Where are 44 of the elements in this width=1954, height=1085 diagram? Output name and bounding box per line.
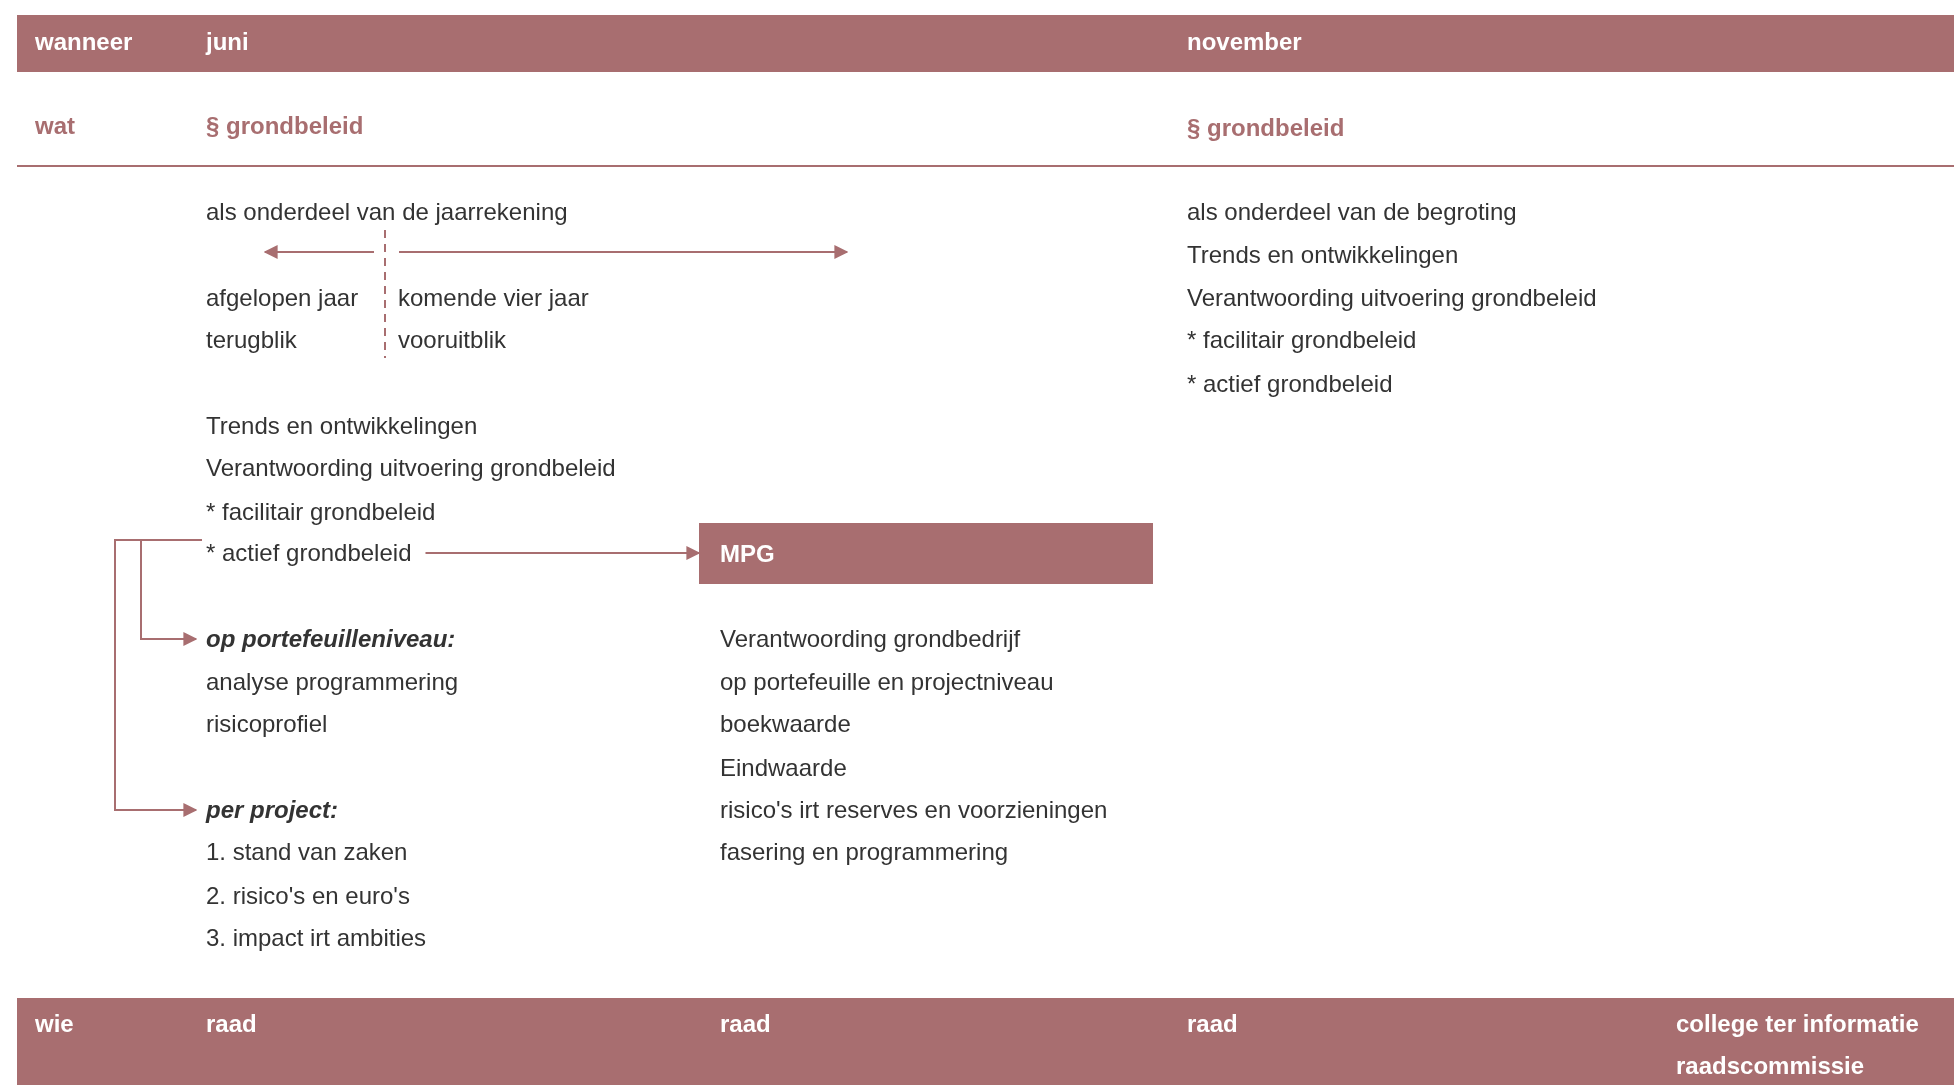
section-heading: § grondbeleid (206, 111, 364, 141)
header-band (17, 15, 1954, 72)
header-text: juni (206, 27, 249, 57)
header-text: raad (1187, 1009, 1238, 1039)
text-line: analyse programmering (206, 667, 459, 697)
mpg-box: MPG (699, 523, 1153, 584)
footer-band (17, 998, 1954, 1085)
text-line: Eindwaarde (720, 753, 847, 783)
text-line: 1. stand van zaken (206, 837, 408, 867)
text-line: vooruitblik (398, 325, 507, 355)
text-line: als onderdeel van de jaarrekening (206, 197, 568, 227)
text-line: risico's irt reserves en voorzieningen (720, 795, 1108, 825)
arrow (424, 546, 701, 560)
header-text: wie (35, 1009, 74, 1039)
text-line: Verantwoording uitvoering grondbeleid (1187, 283, 1597, 313)
text-line: komende vier jaar (398, 283, 589, 313)
header-text: november (1187, 27, 1302, 57)
subheading: per project: (206, 795, 339, 825)
text-line: * actief grondbeleid (1187, 369, 1393, 399)
text-line: terugblik (206, 325, 297, 355)
list-item: * actief grondbeleid (206, 538, 412, 568)
row-heading: wat (35, 111, 75, 141)
header-text: raad (206, 1009, 257, 1039)
text-line: 2. risico's en euro's (206, 881, 410, 911)
section-heading: § grondbeleid (1187, 113, 1345, 143)
text-line: afgelopen jaar (206, 283, 359, 313)
text-line: 3. impact irt ambities (206, 923, 427, 953)
text-line: * facilitair grondbeleid (206, 497, 436, 527)
arrow (114, 539, 203, 817)
text-line: Verantwoording uitvoering grondbeleid (206, 453, 616, 483)
text-line: op portefeuille en projectniveau (720, 667, 1054, 697)
text-line: Trends en ontwikkelingen (206, 411, 478, 441)
subheading: op portefeuilleniveau: (206, 624, 456, 654)
text-line: fasering en programmering (720, 837, 1009, 867)
text-line: * facilitair grondbeleid (1187, 325, 1417, 355)
header-text: college ter informatie (1676, 1009, 1919, 1039)
text-line: Trends en ontwikkelingen (1187, 240, 1459, 270)
text-line: Verantwoording grondbedrijf (720, 624, 1021, 654)
text-line: boekwaarde (720, 709, 851, 739)
header-text: raad (720, 1009, 771, 1039)
header-text: raadscommissie (1676, 1051, 1865, 1081)
text-line: risicoprofiel (206, 709, 328, 739)
header-text: wanneer (35, 27, 133, 57)
text-line: als onderdeel van de begroting (1187, 197, 1517, 227)
